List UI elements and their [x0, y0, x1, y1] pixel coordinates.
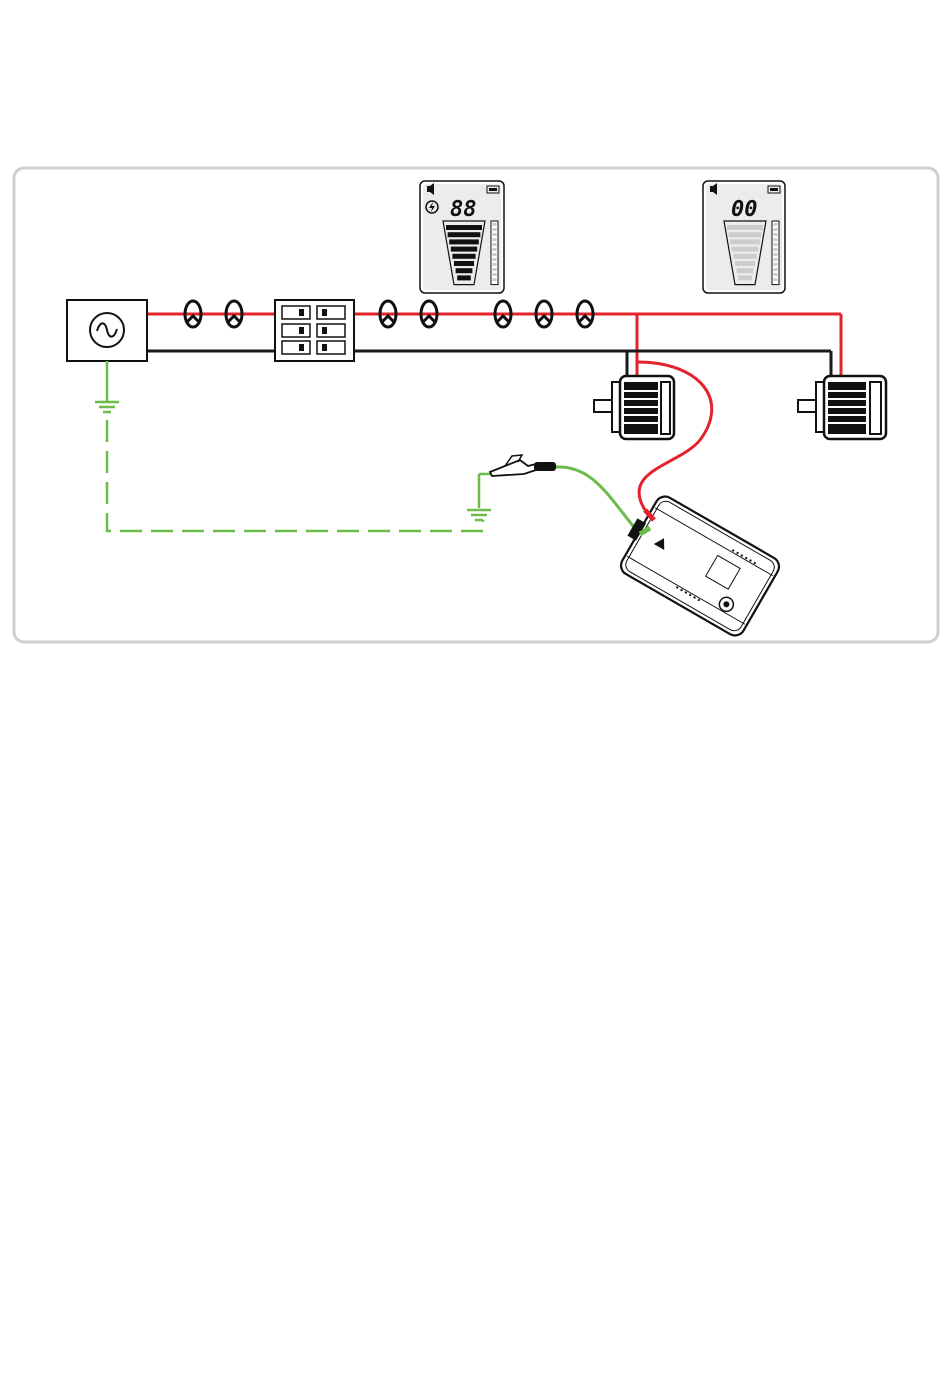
side-meter-tick [774, 243, 778, 246]
signal-bar-segment [457, 275, 471, 280]
side-meter-tick [774, 253, 778, 256]
side-meter-tick [493, 223, 497, 226]
side-meter-tick [493, 278, 497, 281]
side-meter-tick [493, 258, 497, 261]
side-meter-tick [493, 248, 497, 251]
side-meter-tick [774, 268, 778, 271]
side-meter-tick [493, 273, 497, 276]
receiver-active-reading: 88 [450, 197, 477, 222]
side-meter-tick [774, 258, 778, 261]
signal-bar-segment [727, 225, 763, 230]
breaker-panel [275, 300, 354, 361]
receiver-idle-reading: 00 [731, 197, 758, 222]
side-meter-tick [493, 243, 497, 246]
signal-bar-segment [738, 275, 752, 280]
side-meter-tick [493, 253, 497, 256]
signal-bar-segment [729, 232, 762, 237]
signal-bar-segment [735, 261, 755, 266]
signal-bar-segment [452, 254, 475, 259]
side-meter-tick [774, 248, 778, 251]
side-meter-tick [774, 223, 778, 226]
side-meter-tick [774, 233, 778, 236]
signal-bar-segment [737, 268, 754, 273]
receiver-display-idle: 00 [703, 181, 785, 293]
side-meter-tick [493, 268, 497, 271]
ac-source [67, 300, 147, 361]
side-meter-tick [774, 263, 778, 266]
signal-bar-segment [449, 239, 479, 244]
signal-bar-segment [456, 268, 473, 273]
signal-bar-segment [732, 247, 758, 252]
side-meter-tick [774, 273, 778, 276]
signal-bar-segment [448, 232, 481, 237]
side-meter-tick [774, 228, 778, 231]
signal-bar-segment [446, 225, 482, 230]
signal-bar-segment [733, 254, 756, 259]
side-meter-tick [493, 263, 497, 266]
receiver-display-active: 88 [420, 181, 504, 293]
signal-bar-segment [730, 239, 760, 244]
signal-meter-side [772, 221, 779, 285]
side-meter-tick [493, 238, 497, 241]
side-meter-tick [774, 238, 778, 241]
side-meter-tick [774, 278, 778, 281]
signal-meter-side [491, 221, 498, 285]
signal-bar-segment [451, 247, 477, 252]
side-meter-tick [493, 228, 497, 231]
side-meter-tick [493, 233, 497, 236]
signal-bar-segment [454, 261, 474, 266]
